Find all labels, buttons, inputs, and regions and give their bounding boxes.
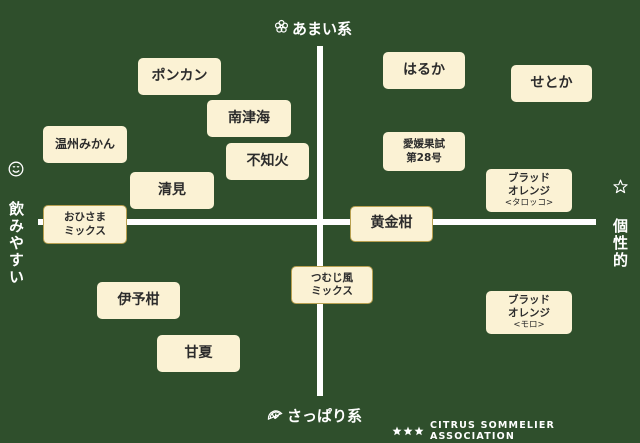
variety-blood-orange-moro-line1: ブラッド bbox=[508, 294, 550, 307]
footer-association: CITRUS SOMMELIER ASSOCIATION bbox=[392, 420, 640, 442]
variety-kiyomi-label: 清見 bbox=[158, 181, 186, 198]
variety-setoka-label: せとか bbox=[530, 74, 573, 91]
variety-haruka: はるか bbox=[383, 52, 465, 89]
variety-blood-orange-tarocco-line2: オレンジ bbox=[508, 185, 550, 198]
variety-blood-orange-moro-line3: <モロ> bbox=[513, 320, 545, 331]
variety-blood-orange-tarocco: ブラッド オレンジ <タロッコ> bbox=[486, 169, 572, 212]
variety-ehime-kashi-28: 愛媛果試 第28号 bbox=[383, 132, 465, 171]
variety-nanshinkai-label: 南津海 bbox=[228, 109, 270, 126]
variety-ohisama-mix-line1: おひさま bbox=[64, 211, 106, 224]
flower-icon bbox=[274, 19, 289, 38]
variety-ohisama-mix-line2: ミックス bbox=[64, 224, 106, 237]
variety-unshu-mikan-label: 温州みかん bbox=[54, 137, 115, 151]
lemon-slice-icon bbox=[266, 406, 284, 425]
variety-haruka-label: はるか bbox=[403, 61, 445, 78]
variety-setoka: せとか bbox=[511, 65, 592, 102]
horizontal-axis bbox=[38, 219, 596, 225]
variety-blood-orange-moro: ブラッド オレンジ <モロ> bbox=[486, 291, 572, 334]
variety-ponkan-label: ポンカン bbox=[151, 67, 208, 84]
axis-label-refreshing-text: さっぱり系 bbox=[287, 407, 363, 425]
axis-label-unique: 個性的 bbox=[610, 179, 631, 269]
variety-ponkan: ポンカン bbox=[138, 58, 221, 95]
variety-tsumuji-mix-line2: ミックス bbox=[311, 285, 353, 297]
axis-label-easy: 飲みやすい bbox=[6, 161, 27, 286]
variety-iyokan-label: 伊予柑 bbox=[117, 291, 160, 308]
variety-amanatsu: 甘夏 bbox=[157, 335, 240, 372]
variety-ehime-kashi-28-line2: 第28号 bbox=[406, 151, 442, 164]
variety-kiyomi: 清見 bbox=[130, 172, 214, 209]
axis-label-sweet-text: あまい系 bbox=[292, 20, 353, 38]
variety-nanshinkai: 南津海 bbox=[207, 100, 291, 137]
smile-icon bbox=[7, 161, 25, 177]
variety-amanatsu-label: 甘夏 bbox=[184, 344, 213, 361]
citrus-flower-icon bbox=[392, 426, 424, 436]
variety-koganekan: 黄金柑 bbox=[350, 206, 433, 242]
axis-label-unique-text: 個性的 bbox=[611, 218, 629, 269]
footer-text: CITRUS SOMMELIER ASSOCIATION bbox=[430, 420, 556, 442]
variety-unshu-mikan: 温州みかん bbox=[43, 126, 127, 163]
axis-label-easy-text: 飲みやすい bbox=[7, 201, 25, 286]
variety-blood-orange-tarocco-line3: <タロッコ> bbox=[504, 198, 554, 209]
axis-label-refreshing: さっぱり系 bbox=[266, 405, 362, 426]
variety-koganekan-label: 黄金柑 bbox=[370, 215, 413, 232]
variety-blood-orange-tarocco-line1: ブラッド bbox=[508, 172, 550, 185]
variety-iyokan: 伊予柑 bbox=[97, 282, 180, 319]
variety-blood-orange-moro-line2: オレンジ bbox=[508, 307, 550, 320]
variety-tsumuji-mix-line1: つむじ風 bbox=[311, 271, 353, 284]
axis-label-sweet: あまい系 bbox=[274, 18, 352, 39]
variety-ehime-kashi-28-line1: 愛媛果試 bbox=[403, 138, 445, 151]
variety-shiranui-label: 不知火 bbox=[246, 152, 289, 169]
variety-tsumuji-mix: つむじ風 ミックス bbox=[291, 266, 373, 304]
variety-ohisama-mix: おひさま ミックス bbox=[43, 205, 127, 244]
star-icon bbox=[611, 179, 629, 194]
variety-shiranui: 不知火 bbox=[226, 143, 309, 180]
